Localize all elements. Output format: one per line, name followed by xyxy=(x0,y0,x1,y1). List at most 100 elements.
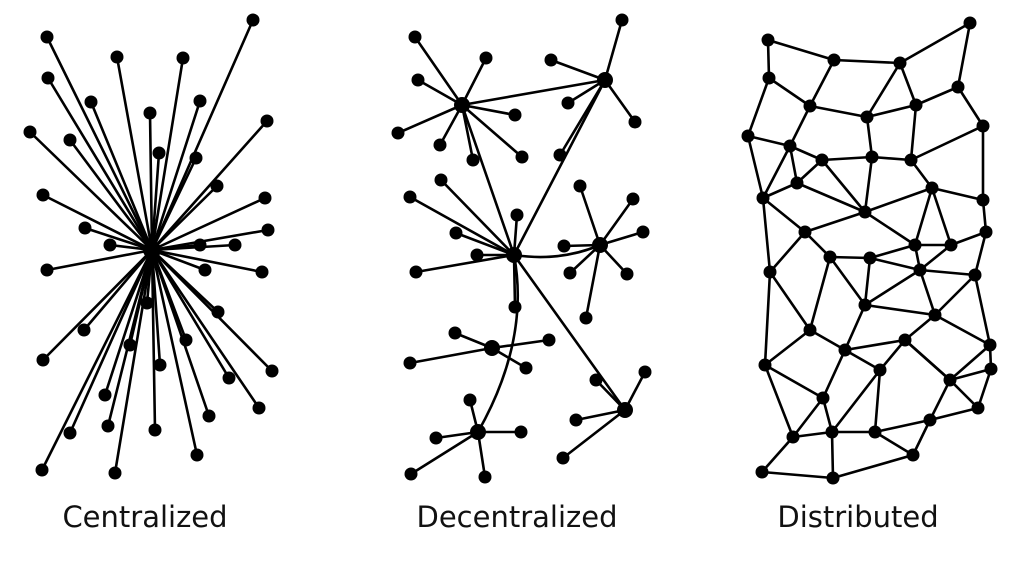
network-node xyxy=(626,192,640,206)
network-node xyxy=(484,340,500,356)
network-link xyxy=(791,430,834,439)
network-link xyxy=(973,273,992,347)
network-link xyxy=(973,230,988,277)
network-link xyxy=(760,435,795,474)
network-node xyxy=(77,323,91,337)
decentralized-label: Decentralized xyxy=(416,500,618,534)
network-node xyxy=(790,176,804,190)
network-node xyxy=(906,448,920,462)
network-node xyxy=(222,371,236,385)
network-node xyxy=(868,425,882,439)
network-link xyxy=(865,115,874,159)
network-node xyxy=(179,333,193,347)
network-node xyxy=(803,99,817,113)
network-link xyxy=(460,103,475,162)
network-node xyxy=(838,343,852,357)
network-link xyxy=(150,151,161,252)
network-link xyxy=(150,18,255,252)
network-link xyxy=(903,338,952,382)
network-node xyxy=(506,247,522,263)
network-link xyxy=(150,248,231,380)
network-node xyxy=(803,323,817,337)
network-link xyxy=(549,58,607,82)
network-node xyxy=(463,393,477,407)
network-node xyxy=(478,470,492,484)
network-link xyxy=(868,243,917,260)
network-link xyxy=(68,248,154,435)
network-node xyxy=(638,365,652,379)
network-node xyxy=(860,110,874,124)
network-node xyxy=(408,30,422,44)
network-link xyxy=(763,363,825,400)
network-link xyxy=(873,368,882,434)
network-node xyxy=(815,153,829,167)
network-link xyxy=(868,256,922,272)
network-node xyxy=(951,80,965,94)
network-link xyxy=(948,367,993,382)
network-node xyxy=(579,311,593,325)
network-link xyxy=(150,248,261,410)
network-link xyxy=(914,85,960,107)
network-node xyxy=(943,373,957,387)
centralized-network-graph xyxy=(23,13,279,480)
network-link xyxy=(561,408,627,460)
network-node xyxy=(923,413,937,427)
network-node xyxy=(261,223,275,237)
network-node xyxy=(101,419,115,433)
network-link xyxy=(933,273,977,317)
network-node xyxy=(553,148,567,162)
network-link xyxy=(788,104,812,148)
network-node xyxy=(573,179,587,193)
network-link xyxy=(150,243,237,252)
network-link xyxy=(865,103,918,119)
network-link xyxy=(106,248,154,428)
network-node xyxy=(763,265,777,279)
network-node xyxy=(78,221,92,235)
network-node xyxy=(40,30,54,44)
network-link xyxy=(558,78,607,157)
network-link xyxy=(150,248,264,274)
network-node xyxy=(110,50,124,64)
network-link xyxy=(41,193,154,252)
network-node xyxy=(827,53,841,67)
network-node xyxy=(454,97,470,113)
network-link xyxy=(408,346,494,365)
network-node xyxy=(825,425,839,439)
network-link xyxy=(746,76,771,138)
network-link xyxy=(863,210,917,247)
network-node xyxy=(258,191,272,205)
network-node xyxy=(758,358,772,372)
network-node xyxy=(908,238,922,252)
network-link xyxy=(791,396,825,439)
network-node xyxy=(944,238,958,252)
network-link xyxy=(820,158,867,214)
network-link xyxy=(956,21,972,89)
network-link xyxy=(956,85,985,128)
network-node xyxy=(479,51,493,65)
network-link xyxy=(512,243,602,259)
network-link xyxy=(863,155,874,214)
network-node xyxy=(176,51,190,65)
network-node xyxy=(202,409,216,423)
network-link xyxy=(898,21,972,65)
network-link xyxy=(150,184,219,252)
network-link xyxy=(948,343,992,382)
network-link xyxy=(460,103,516,257)
network-link xyxy=(913,186,934,247)
network-link xyxy=(761,144,792,200)
network-node xyxy=(971,401,985,415)
network-node xyxy=(826,471,840,485)
network-link xyxy=(933,313,992,347)
network-node xyxy=(252,401,266,415)
network-node xyxy=(429,431,443,445)
network-link xyxy=(115,55,154,252)
network-node xyxy=(615,13,629,27)
network-node xyxy=(190,448,204,462)
network-node xyxy=(123,338,137,352)
network-link xyxy=(830,430,835,480)
network-link xyxy=(45,35,154,252)
network-link xyxy=(460,78,607,107)
network-node xyxy=(783,139,797,153)
network-node xyxy=(470,248,484,262)
network-node xyxy=(976,193,990,207)
